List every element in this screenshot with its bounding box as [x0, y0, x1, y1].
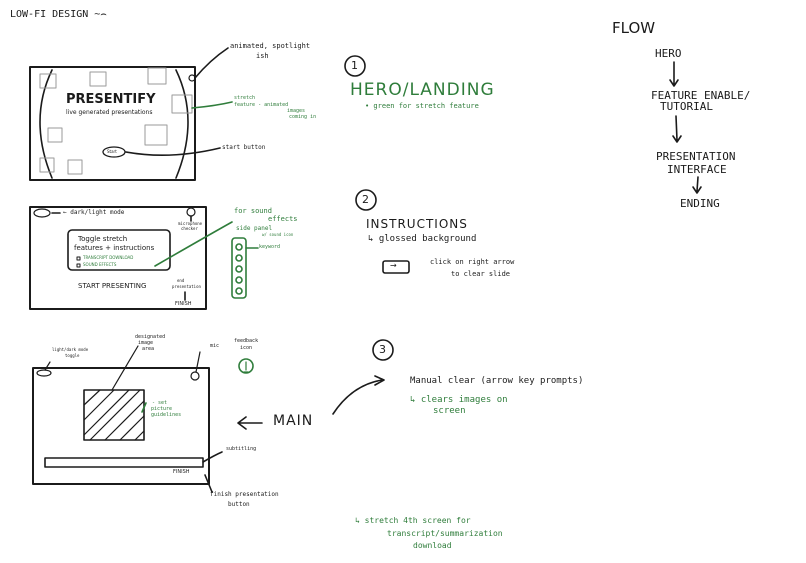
arrow-key-note-2: to clear slide — [451, 270, 511, 278]
note-microphone: microphone — [178, 221, 203, 226]
note-designated-3: area — [142, 346, 155, 352]
note-sound: for sound — [234, 207, 272, 215]
start-presenting-label: START PRESENTING — [78, 282, 147, 290]
clears-images-note: ↳ clears images on — [410, 395, 508, 405]
hero-start-button: Start — [107, 149, 117, 154]
hero-screen-frame — [29, 66, 196, 181]
toggle-title: Toggle stretch — [78, 235, 128, 243]
hero-section-note: • green for stretch feature — [365, 102, 479, 110]
stretch-4th-screen-note-2: transcript/summarization — [387, 529, 503, 538]
note-subtitling: subtitling — [226, 446, 257, 452]
flow-step-interface: INTERFACE — [667, 163, 727, 176]
main-label: MAIN — [273, 413, 314, 429]
flow-step-presentation: PRESENTATION — [656, 150, 736, 163]
designated-image-area — [83, 389, 145, 441]
clears-images-note-2: screen — [433, 406, 466, 416]
note-feedback: feedback — [234, 338, 259, 344]
note-stretch-3: images — [287, 108, 306, 114]
main-finish: FINISH — [173, 469, 190, 475]
arrow-key-label: → — [390, 261, 397, 270]
instructions-section-note: ↳ glossed background — [368, 234, 477, 244]
hero-start-button-shape — [102, 146, 126, 158]
note-guidelines: - set — [152, 400, 168, 406]
stretch-4th-screen-note: ↳ stretch 4th screen for — [355, 516, 471, 525]
note-animated: animated, spotlight — [230, 42, 311, 50]
hero-spotlight-arc-left — [39, 69, 53, 179]
stretch-4th-screen-note-3: download — [413, 541, 452, 550]
main-screen-frame — [32, 367, 210, 485]
note-stretch-4: coming in — [289, 114, 317, 120]
flow-step-tutorial: TUTORIAL — [660, 100, 713, 113]
toggle-panel-shape — [67, 229, 171, 271]
page-title: LOW-FI DESIGN ~⌢ — [10, 9, 107, 20]
hero-app-subtitle: live generated presentations — [66, 109, 153, 116]
option-sound-effects: SOUND EFFECTS — [83, 262, 117, 267]
step-2-number: 2 — [362, 193, 369, 206]
note-sound-2: effects — [268, 215, 298, 223]
note-guidelines-2: picture — [151, 406, 173, 412]
arrow-key-shape — [382, 260, 410, 274]
note-guidelines-3: guidelines — [151, 412, 182, 418]
step-1-number: 1 — [351, 59, 358, 72]
note-animated-2: ish — [256, 52, 269, 60]
instructions-screen-frame — [29, 206, 207, 310]
note-light-dark-toggle-2: toggle — [65, 353, 80, 358]
sound-side-panel — [231, 237, 247, 299]
instructions-section-title: INSTRUCTIONS — [366, 217, 468, 231]
note-keyword: keyword — [259, 244, 281, 250]
note-finish: finish presentation — [210, 491, 279, 498]
hero-spotlight-arc-right — [175, 69, 189, 179]
hero-section-title: HERO/LANDING — [350, 80, 495, 100]
note-dark-light-mode: ← dark/light mode — [63, 209, 125, 216]
manual-clear-note: Manual clear (arrow key prompts) — [410, 376, 584, 386]
note-designated: designated — [135, 334, 166, 340]
note-stretch: stretch — [234, 95, 256, 101]
note-light-dark-toggle: light/dark mode — [52, 347, 89, 352]
arrow-key-note: click on right arrow — [430, 258, 515, 266]
flow-step-ending: ENDING — [680, 197, 720, 210]
note-end: end — [177, 278, 185, 283]
hero-app-title: PRESENTIFY — [66, 92, 156, 107]
note-designated-2: image — [138, 340, 154, 346]
note-sound-4: w/ sound icon — [262, 232, 294, 237]
note-microphone-2: checker — [181, 226, 198, 231]
note-sound-3: side panel — [236, 225, 273, 232]
note-feedback-2: icon — [240, 345, 253, 351]
instructions-finish: FINISH — [175, 301, 192, 307]
flow-title: FLOW — [612, 19, 656, 37]
note-end-2: presentation — [172, 284, 201, 289]
note-stretch-2: feature - animated — [234, 102, 289, 108]
note-mic: mic — [210, 343, 220, 349]
option-transcript: TRANSCRIPT DOWNLOAD — [83, 255, 134, 260]
feedback-mic-icon — [238, 358, 254, 374]
toggle-title-2: features + instructions — [74, 244, 155, 252]
step-3-number: 3 — [379, 343, 386, 356]
subtitle-bar — [44, 457, 204, 468]
note-start-button: start button — [222, 144, 266, 151]
flow-step-hero: HERO — [655, 47, 682, 60]
note-finish-2: button — [228, 501, 250, 508]
flow-step-feature-enable: FEATURE ENABLE/ — [651, 89, 751, 102]
